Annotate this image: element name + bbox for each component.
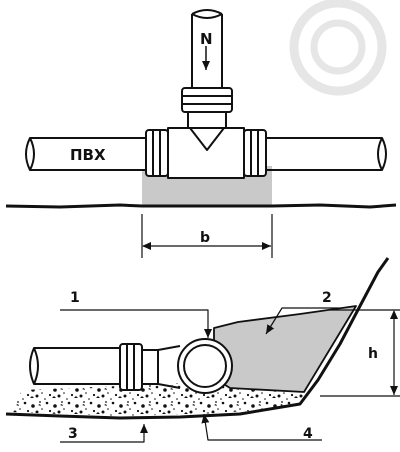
left-coupling: [145, 129, 169, 177]
force-label: N: [200, 30, 213, 48]
callout-line-1: [60, 309, 212, 338]
callout-label-4: 4: [303, 426, 313, 442]
right-coupling: [243, 129, 267, 177]
concrete-thrust-block: [213, 305, 357, 393]
callout-label-3: 3: [68, 426, 78, 442]
callout-line-4: [201, 413, 322, 441]
callout-line-2: [265, 307, 340, 335]
callout-label-2: 2: [322, 290, 332, 306]
sloped-ground: [5, 257, 390, 420]
pipe-material-label: ПВХ: [70, 146, 106, 164]
top-view: [5, 9, 397, 258]
tee-body: [167, 127, 245, 179]
width-label: b: [200, 230, 210, 246]
vertical-coupling: [181, 87, 233, 113]
pipe-bottom: [34, 347, 124, 385]
callout-label-1: 1: [70, 290, 80, 306]
bottom-view: [5, 257, 400, 443]
pipe-right: [262, 137, 382, 171]
height-label: h: [368, 346, 378, 362]
callout-line-3: [60, 424, 148, 443]
ground-line-top: [5, 203, 397, 209]
gravel-bedding: [10, 383, 304, 416]
bottom-coupling: [119, 343, 159, 391]
vertical-pipe: [191, 14, 223, 88]
watermark-rings: [289, 0, 387, 96]
